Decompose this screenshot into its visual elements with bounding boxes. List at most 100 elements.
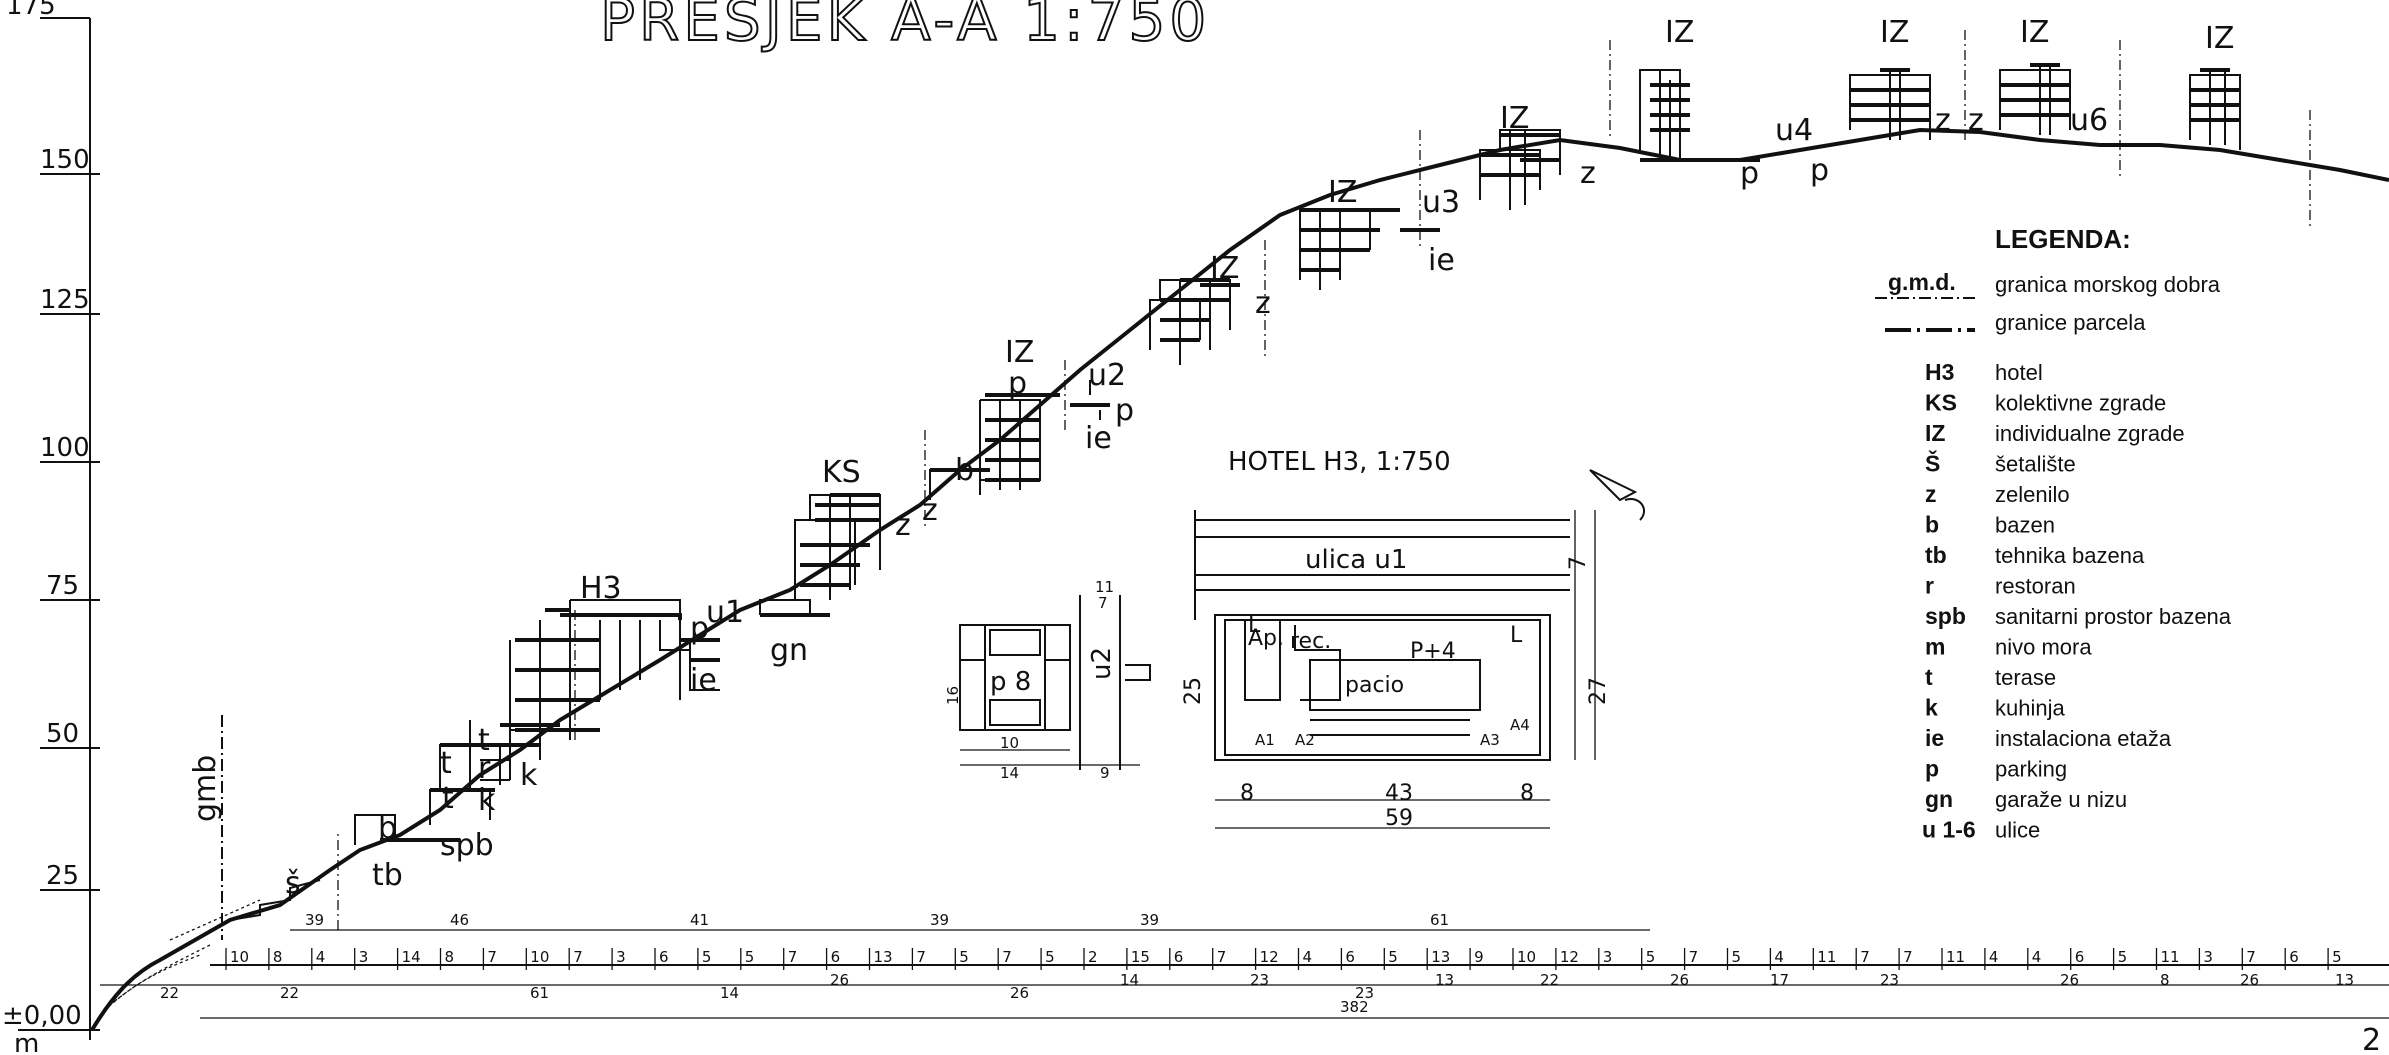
dimension-value: 4	[1303, 948, 1313, 966]
north-arrow	[1589, 469, 1645, 521]
legend-description: granice parcela	[1995, 310, 2146, 335]
building-iz-4	[1479, 129, 1561, 210]
legend-description: hotel	[1995, 360, 2043, 385]
tick-125: 125	[40, 285, 90, 315]
dimension-value: 3	[1603, 948, 1613, 966]
label-spb: spb	[440, 828, 494, 863]
label-iz3: IZ	[1328, 175, 1357, 210]
a4-label: A4	[1510, 716, 1530, 734]
dim-row3-15: 26	[2060, 971, 2079, 989]
label-u4: u4	[1775, 113, 1813, 148]
gmb-label: gmb	[188, 755, 223, 822]
label-p5: p	[1810, 153, 1829, 188]
dim-row3-7: 14	[1120, 971, 1139, 989]
hotel-dim-side-left: 25	[1181, 677, 1206, 705]
dimension-value: 6	[659, 948, 669, 966]
legend-description: garaže u nizu	[1995, 787, 2127, 812]
building-h3	[509, 599, 720, 780]
dim-row3-17: 26	[2240, 971, 2259, 989]
label-ie3: ie	[1428, 243, 1455, 278]
label-t2: t	[440, 746, 452, 781]
dimension-rows: 39 46 41 39 39 61 22 22 61 14 26 26 14 2…	[100, 911, 2389, 1019]
rec-label: rec.	[1290, 629, 1331, 654]
legend-description: parking	[1995, 757, 2067, 782]
dimension-value: 7	[1002, 948, 1012, 966]
dimension-value: 9	[1474, 948, 1484, 966]
p4-label: P+4	[1410, 639, 1456, 664]
dim-row1-5: 39	[1140, 911, 1159, 929]
dim-row3-18: 13	[2335, 971, 2354, 989]
hotel-plan: ulica u1 pacio rec. P+4 Ap. L L A1 A2 A3…	[1181, 510, 1611, 831]
legend-code: KS	[1925, 390, 1957, 416]
dimension-value: 15	[1131, 948, 1150, 966]
dim-row3-13: 17	[1770, 971, 1789, 989]
label-z1: z	[895, 508, 911, 543]
label-ie1: ie	[690, 663, 717, 698]
legend-description: instalaciona etaža	[1995, 726, 2172, 751]
hotel-dim-right: 8	[1520, 781, 1534, 806]
p8-dim-7: 7	[1098, 594, 1108, 612]
dimension-value: 11	[2161, 948, 2180, 966]
p8-label: p 8	[990, 667, 1031, 697]
street-u1: ulica u1	[1305, 545, 1407, 575]
legend-description: bazen	[1995, 513, 2055, 538]
building-gn	[759, 599, 830, 617]
legend-code: H3	[1925, 359, 1954, 385]
building-iz-3	[1299, 208, 1440, 290]
label-ks: KS	[822, 455, 861, 490]
unit-m: m	[14, 1029, 39, 1055]
hotel-plan-title: HOTEL H3, 1:750	[1228, 447, 1451, 477]
legend-code: u 1-6	[1922, 817, 1976, 843]
label-r: r	[478, 751, 491, 786]
dim-row3-1: 22	[160, 984, 179, 1002]
dimension-value: 4	[1989, 948, 1999, 966]
label-z3: z	[1255, 286, 1271, 321]
p8-dim-11: 11	[1095, 578, 1114, 596]
dimension-value: 3	[359, 948, 369, 966]
label-gn: gn	[770, 633, 808, 668]
drawing-title: PRESJEK A-A 1:750	[600, 0, 1210, 54]
dimension-value: 13	[1431, 948, 1450, 966]
gmb-marker: gmb	[188, 715, 223, 940]
legend: LEGENDA: g.m.d.granica morskog dobragran…	[1875, 224, 2232, 843]
legend-code: t	[1925, 664, 1933, 690]
legend-code: g.m.d.	[1888, 269, 1956, 295]
p8-dim-10: 10	[1000, 734, 1019, 752]
label-iz4: IZ	[1500, 101, 1529, 136]
dimension-value: 6	[2075, 948, 2085, 966]
legend-description: sanitarni prostor bazena	[1995, 604, 2232, 629]
dim-row3-9: 23	[1355, 984, 1374, 1002]
l1-label: L	[1248, 613, 1261, 638]
courtyard-label: pacio	[1345, 673, 1404, 698]
dimension-value: 5	[2332, 948, 2342, 966]
dimension-value: 10	[1517, 948, 1536, 966]
legend-code: m	[1925, 634, 1945, 660]
building-iz-8	[2189, 68, 2241, 150]
legend-description: terase	[1995, 665, 2056, 690]
dimension-value: 7	[1903, 948, 1913, 966]
parcel-boundaries	[337, 30, 2311, 930]
legend-description: šetalište	[1995, 452, 2076, 477]
label-t1: t	[442, 781, 454, 816]
label-iz6: IZ	[1880, 15, 1909, 50]
legend-description: ulice	[1995, 818, 2040, 843]
dimension-value: 11	[1817, 948, 1836, 966]
label-h3: H3	[580, 571, 622, 606]
legend-description: kuhinja	[1995, 696, 2065, 721]
dimension-value: 10	[230, 948, 249, 966]
label-iz1: IZ	[1005, 335, 1034, 370]
dimension-value: 7	[573, 948, 583, 966]
a3-label: A3	[1480, 731, 1500, 749]
tick-75: 75	[46, 571, 79, 601]
legend-code: IZ	[1925, 420, 1945, 446]
dimension-value: 4	[2032, 948, 2042, 966]
page-number: 2	[2362, 1023, 2381, 1055]
dimension-value: 6	[1174, 948, 1184, 966]
legend-description: restoran	[1995, 574, 2076, 599]
legend-code: z	[1925, 481, 1937, 507]
dim-row1-2: 46	[450, 911, 469, 929]
building-u2-plot	[1070, 380, 1110, 420]
legend-description: nivo mora	[1995, 635, 2092, 660]
dim-row3-14: 23	[1880, 971, 1899, 989]
